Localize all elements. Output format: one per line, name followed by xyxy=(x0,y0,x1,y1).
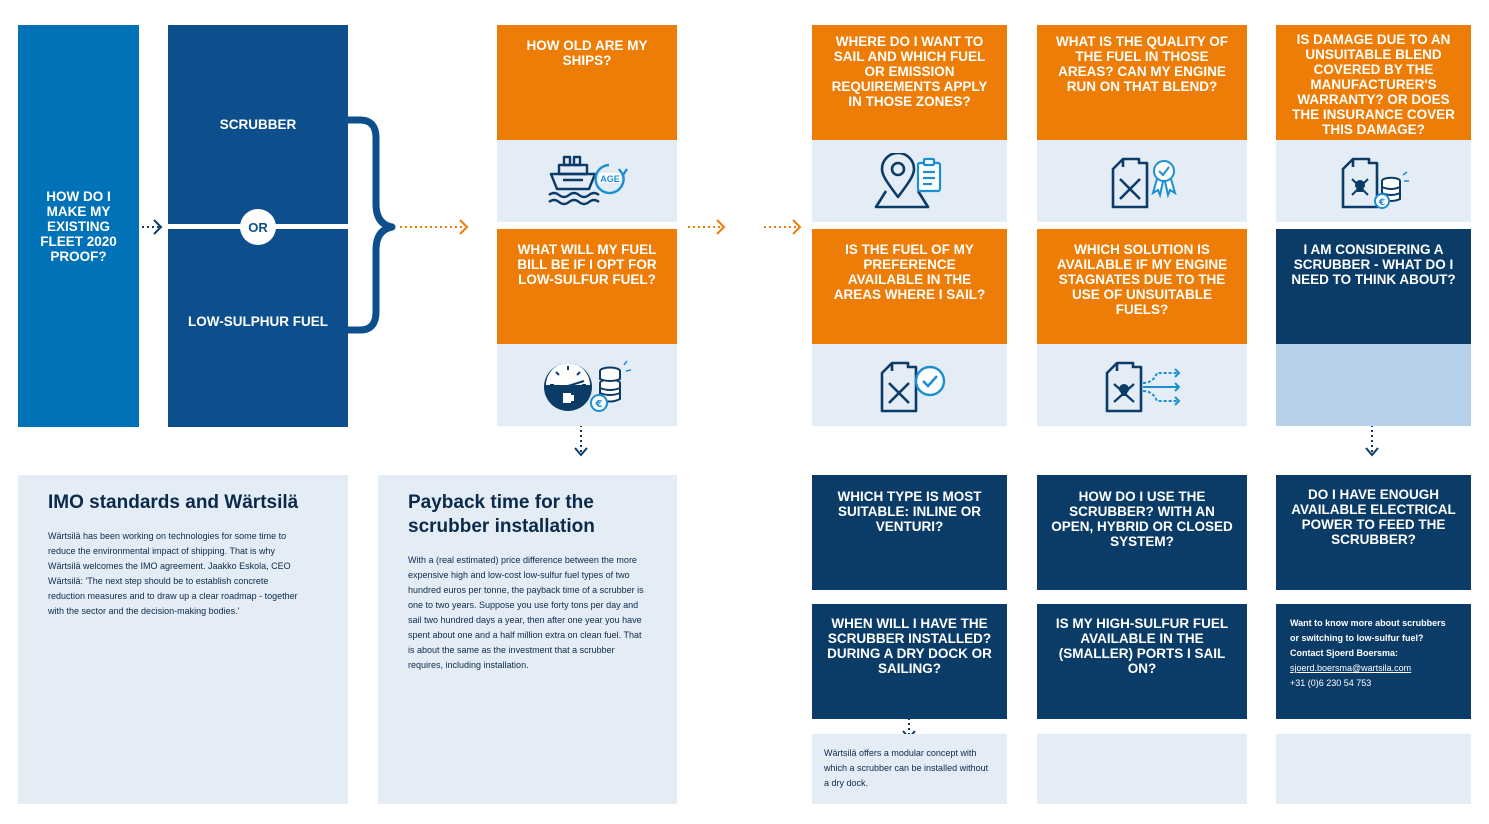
empty-cell-ports xyxy=(1037,734,1247,804)
arrow-to-col2 xyxy=(764,219,802,235)
ship-age-icon-cell: AGE xyxy=(497,140,677,222)
scrubber-type-question: WHICH TYPE IS MOST SUITABLE: INLINE OR V… xyxy=(812,475,1007,590)
contact-box: Want to know more about scrubbers or swi… xyxy=(1276,604,1471,719)
ship-age-question: HOW OLD ARE MY SHIPS? xyxy=(497,25,677,140)
or-badge: OR xyxy=(240,209,276,245)
modular-concept-text: Wärtsilä offers a modular concept with w… xyxy=(824,748,989,788)
fuel-quality-question: WHAT IS THE QUALITY OF THE FUEL IN THOSE… xyxy=(1037,25,1247,140)
engine-stagnation-icon-cell xyxy=(1037,344,1247,426)
fuel-availability-question: IS THE FUEL OF MY PREFERENCE AVAILABLE I… xyxy=(812,229,1007,344)
scrubber-consideration-question: I AM CONSIDERING A SCRUBBER - WHAT DO I … xyxy=(1276,229,1471,344)
contact-intro: Want to know more about scrubbers or swi… xyxy=(1290,618,1446,643)
arrow-col1-out xyxy=(688,219,726,235)
scrubber-consideration-spacer xyxy=(1276,344,1471,426)
fuel-bill-icon-cell: € xyxy=(497,344,677,426)
fleet-question-text: HOW DO I MAKE MY EXISTING FLEET 2020 PRO… xyxy=(40,188,117,264)
jerrycan-check-icon xyxy=(880,361,945,413)
jerrycan-quality-badge-icon xyxy=(1111,157,1177,209)
svg-text:AGE: AGE xyxy=(600,174,620,184)
contact-phone: +31 (0)6 230 54 753 xyxy=(1290,678,1372,688)
imo-panel: IMO standards and Wärtsilä Wärtsilä has … xyxy=(18,475,348,804)
scrubber-option-label: SCRUBBER xyxy=(219,117,297,132)
fuel-availability-icon-cell xyxy=(812,344,1007,426)
arrow-to-options xyxy=(142,219,163,235)
contact-email-link[interactable]: sjoerd.boersma@wartsila.com xyxy=(1290,663,1412,673)
low-sulphur-option-label: LOW-SULPHUR FUEL xyxy=(188,314,328,329)
imo-text: Wärtsilä has been working on technologie… xyxy=(48,531,298,616)
payback-title: Payback time for the scrubber installati… xyxy=(408,492,595,537)
port-availability-question: IS MY HIGH-SULFUR FUEL AVAILABLE IN THE … xyxy=(1037,604,1247,719)
jerrycan-skull-coins-icon: € xyxy=(1341,157,1409,209)
installation-timing-question: WHEN WILL I HAVE THE SCRUBBER INSTALLED?… xyxy=(812,604,1007,719)
warranty-icon-cell: € xyxy=(1276,140,1471,222)
fleet-question-box: HOW DO I MAKE MY EXISTING FLEET 2020 PRO… xyxy=(18,25,139,427)
ship-age-icon: AGE xyxy=(548,155,628,206)
electrical-power-question: DO I HAVE ENOUGH AVAILABLE ELECTRICAL PO… xyxy=(1276,475,1471,590)
fuel-gauge-coins-icon: € xyxy=(544,360,632,412)
modular-concept-note: Wärtsilä offers a modular concept with w… xyxy=(812,734,1007,804)
map-pin-clipboard-icon xyxy=(874,153,941,209)
scrubber-system-question: HOW DO I USE THE SCRUBBER? WITH AN OPEN,… xyxy=(1037,475,1247,590)
payback-text: With a (real estimated) price difference… xyxy=(408,555,644,670)
imo-title: IMO standards and Wärtsilä xyxy=(48,492,299,513)
jerrycan-skull-arrows-icon xyxy=(1105,361,1181,413)
sailing-zones-icon-cell xyxy=(812,140,1007,222)
fuel-quality-icon-cell xyxy=(1037,140,1247,222)
svg-text:€: € xyxy=(595,399,603,410)
curly-brace xyxy=(348,116,396,334)
payback-panel: Payback time for the scrubber installati… xyxy=(378,475,677,804)
svg-text:€: € xyxy=(1377,198,1384,208)
sailing-zones-question: WHERE DO I WANT TO SAIL AND WHICH FUEL O… xyxy=(812,25,1007,140)
engine-stagnation-question: WHICH SOLUTION IS AVAILABLE IF MY ENGINE… xyxy=(1037,229,1247,344)
empty-cell-contact xyxy=(1276,734,1471,804)
warranty-question: IS DAMAGE DUE TO AN UNSUITABLE BLEND COV… xyxy=(1276,25,1471,140)
fuel-bill-question: WHAT WILL MY FUEL BILL BE IF I OPT FOR L… xyxy=(497,229,677,344)
contact-name: Contact Sjoerd Boersma: xyxy=(1290,648,1399,658)
arrow-to-col1 xyxy=(400,219,469,235)
